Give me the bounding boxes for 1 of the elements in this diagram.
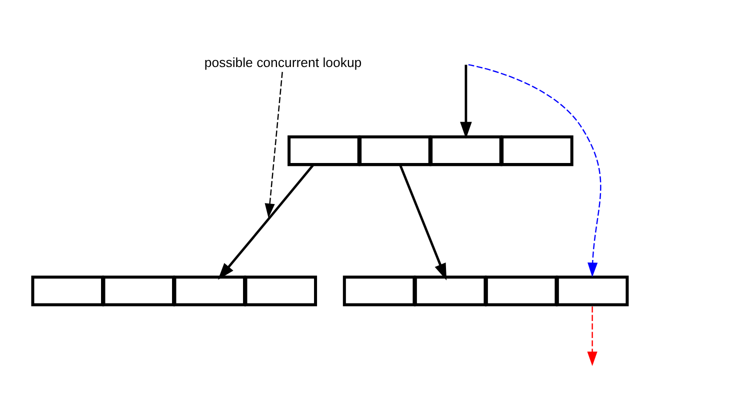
- node-text: possible concurrent lookup: [204, 54, 362, 70]
